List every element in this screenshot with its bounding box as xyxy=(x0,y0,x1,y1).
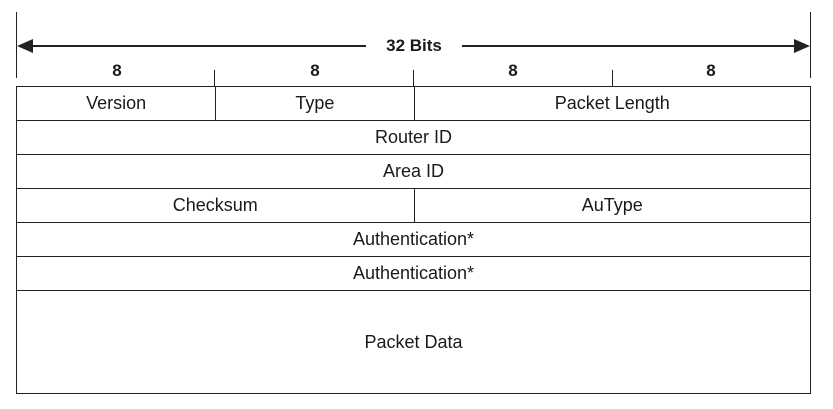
arrow-left-icon xyxy=(17,39,33,53)
field-row: Authentication* xyxy=(16,256,811,290)
arrow-right-icon xyxy=(794,39,810,53)
field-autype: AuType xyxy=(413,189,811,222)
width-arrow-line-right xyxy=(462,45,794,47)
field-version: Version xyxy=(86,93,147,113)
byte-divider-tick-1 xyxy=(214,70,215,86)
field-type: Type xyxy=(215,87,413,120)
packet-field-table: Version Type Packet Length Router ID Are… xyxy=(16,86,811,394)
width-bracket-right xyxy=(810,12,811,78)
field-authentication-1: Authentication* xyxy=(352,229,475,249)
field-row: Area ID xyxy=(16,154,811,188)
field-packet-data: Packet Data xyxy=(364,331,463,352)
byte-width-label-3: 8 xyxy=(508,61,518,80)
field-row: Version Type Packet Length xyxy=(16,86,811,120)
byte-divider-tick-2 xyxy=(413,70,414,86)
total-width-label: 32 Bits xyxy=(386,36,442,55)
field-area-id: Area ID xyxy=(382,161,445,181)
field-row: Authentication* xyxy=(16,222,811,256)
field-row: Packet Data xyxy=(16,290,811,394)
byte-width-label-2: 8 xyxy=(310,61,320,80)
field-packet-length: Packet Length xyxy=(413,87,811,120)
field-router-id: Router ID xyxy=(374,127,453,147)
width-arrow-line-left xyxy=(30,45,366,47)
width-bracket-left xyxy=(16,12,17,78)
field-row: Router ID xyxy=(16,120,811,154)
byte-width-label-1: 8 xyxy=(112,61,122,80)
field-checksum: Checksum xyxy=(172,195,258,215)
byte-width-label-4: 8 xyxy=(706,61,716,80)
byte-divider-tick-3 xyxy=(612,70,613,86)
field-row: Checksum AuType xyxy=(16,188,811,222)
field-authentication-2: Authentication* xyxy=(352,263,475,283)
